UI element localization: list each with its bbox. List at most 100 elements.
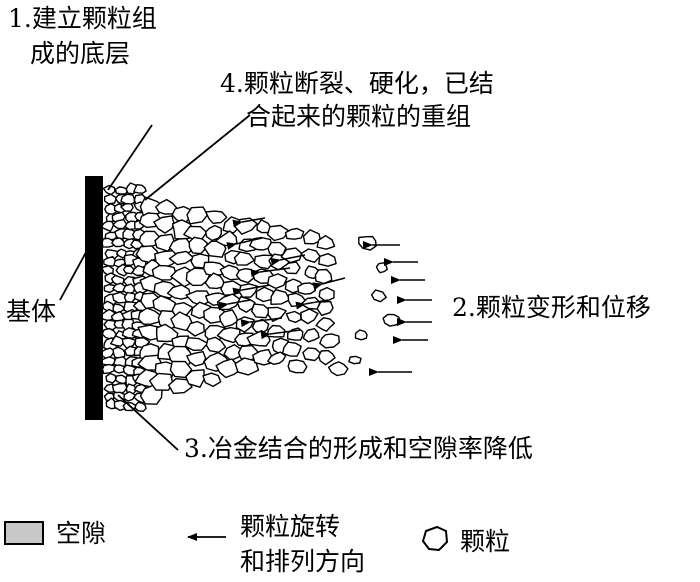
legend-direction-line1: 颗粒旋转 — [240, 512, 341, 541]
particle — [315, 317, 336, 332]
particle — [186, 206, 209, 225]
direction-arrow — [295, 299, 329, 310]
particle — [220, 280, 242, 296]
particle — [382, 313, 402, 327]
direction-arrow — [250, 267, 291, 278]
particle — [184, 337, 209, 351]
direction-arrows — [218, 217, 432, 376]
particle — [186, 351, 207, 367]
particle — [105, 372, 117, 384]
particle — [153, 215, 175, 234]
particle — [204, 272, 225, 290]
particle — [266, 324, 286, 338]
leader-base-layer — [107, 124, 153, 191]
label-bonding: 3.冶金结合的形成和空隙率降低 — [184, 434, 533, 463]
particle — [267, 351, 287, 365]
leader-substrate — [59, 244, 91, 301]
particle — [285, 310, 302, 324]
legend-direction-line2: 和排列方向 — [240, 547, 366, 576]
particle — [170, 311, 194, 332]
particle — [155, 323, 179, 343]
particle — [103, 256, 118, 267]
particle — [270, 289, 291, 305]
particle — [318, 286, 335, 303]
particle — [327, 361, 349, 377]
particle — [281, 261, 301, 275]
label-base-layer-line2: 成的底层 — [30, 39, 131, 68]
particle — [168, 250, 195, 266]
particle — [281, 341, 302, 357]
legend-particle-label: 颗粒 — [460, 527, 511, 556]
particle — [358, 235, 377, 251]
particle — [169, 360, 193, 379]
leader-regroup — [144, 114, 251, 201]
particle — [318, 252, 337, 267]
particle — [153, 249, 180, 269]
legend-particle-icon — [421, 525, 449, 552]
direction-arrow — [270, 254, 306, 266]
particle — [205, 336, 227, 353]
particle — [204, 224, 223, 242]
particle — [110, 274, 125, 286]
direction-arrow — [218, 299, 251, 310]
particle — [302, 229, 322, 245]
direction-arrow — [240, 317, 283, 328]
particle — [370, 289, 387, 303]
particle — [185, 369, 206, 388]
particle — [319, 333, 340, 349]
particle — [300, 308, 319, 325]
particle — [316, 234, 336, 250]
particle — [109, 335, 125, 347]
particle — [255, 286, 274, 303]
particle — [287, 359, 308, 374]
legend-void-swatch — [4, 521, 44, 545]
particle — [297, 282, 316, 295]
label-regroup-line2: 合起来的颗粒的重组 — [246, 102, 472, 131]
particle — [348, 355, 362, 365]
particle — [154, 198, 179, 215]
particle — [123, 291, 136, 303]
particle — [202, 372, 222, 388]
direction-arrow — [232, 217, 266, 228]
particle — [354, 329, 368, 341]
particle — [103, 193, 118, 205]
particle — [267, 273, 288, 290]
particle — [100, 220, 115, 233]
particle — [216, 326, 241, 344]
particle — [205, 210, 228, 225]
particle — [266, 224, 290, 242]
direction-arrow — [232, 284, 271, 296]
particle — [218, 309, 239, 328]
leader-bonding — [117, 394, 179, 451]
particle — [102, 184, 116, 196]
particle-layer — [99, 182, 402, 412]
particle — [186, 320, 205, 337]
particle — [300, 248, 321, 263]
particle — [131, 265, 146, 277]
substrate-bar — [85, 176, 103, 420]
particle — [302, 328, 320, 343]
particle — [114, 374, 128, 385]
particle — [316, 300, 334, 316]
particle — [120, 202, 134, 212]
direction-arrow — [226, 237, 263, 250]
particle — [188, 236, 209, 255]
particle — [134, 401, 147, 412]
particle — [250, 303, 271, 319]
label-regroup-line1: 4.颗粒断裂、硬化，已结 — [220, 69, 494, 98]
particle — [375, 262, 388, 274]
particle — [318, 349, 336, 366]
leader-lines — [59, 114, 251, 451]
direction-arrow — [312, 277, 346, 291]
label-substrate: 基体 — [6, 297, 57, 326]
label-base-layer-line1: 1.建立颗粒组 — [8, 4, 157, 33]
direction-arrow — [260, 329, 301, 340]
particle — [238, 283, 259, 298]
particle — [133, 183, 147, 194]
particle — [233, 251, 255, 266]
legend-void-label: 空隙 — [56, 519, 107, 548]
particle — [267, 306, 287, 322]
particle — [253, 254, 274, 270]
particle — [284, 227, 305, 240]
